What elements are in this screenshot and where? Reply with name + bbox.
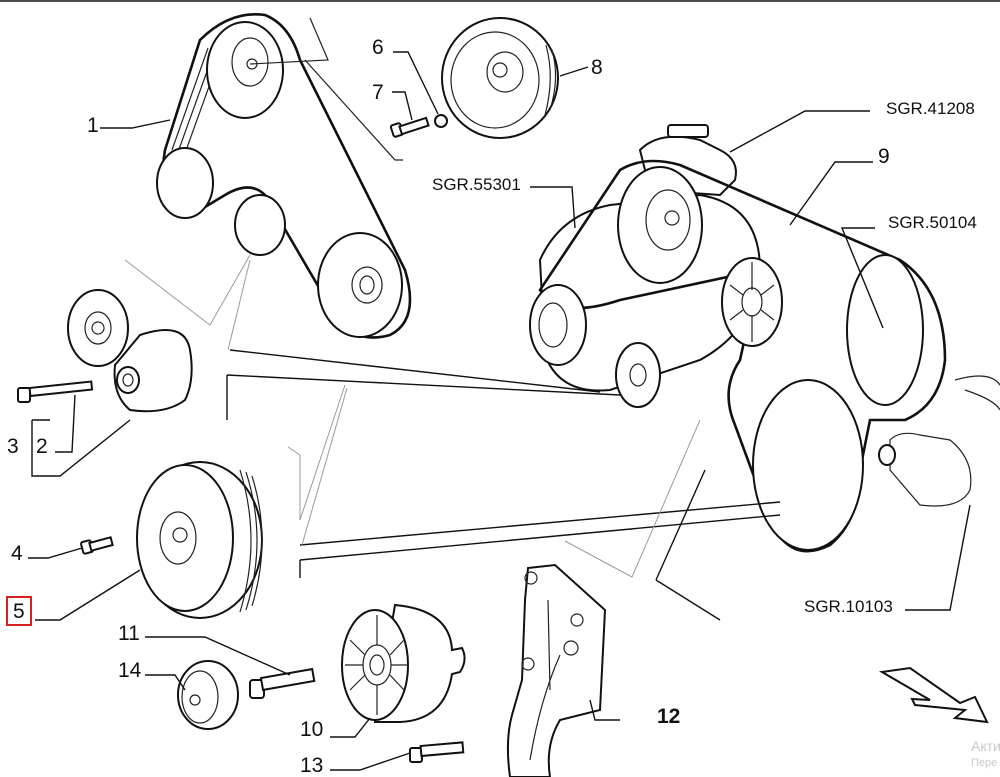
callout-1[interactable]: 1 [87, 114, 99, 137]
callout-6[interactable]: 6 [372, 36, 384, 59]
engine-belt-drive [529, 124, 1000, 553]
crankshaft-pulley [752, 379, 864, 551]
callout-3[interactable]: 3 [7, 435, 19, 458]
callout-12[interactable]: 12 [657, 705, 681, 728]
callout-leaders [28, 51, 971, 771]
callout-13[interactable]: 13 [300, 754, 324, 777]
bolt-11-shape [249, 667, 316, 699]
bolt-7-shape [389, 116, 430, 138]
idler-spoked-upper [721, 257, 783, 347]
crankshaft-end [889, 432, 972, 507]
idler-pulley-center [234, 194, 286, 256]
callout-11[interactable]: 11 [118, 622, 140, 645]
pulley-8 [441, 17, 559, 139]
activation-watermark-line2: Пере [971, 757, 998, 769]
tensioner-pulley [67, 289, 129, 367]
callout-2[interactable]: 2 [36, 435, 48, 458]
bolt-4-shape [80, 536, 114, 555]
tensioner-assembly [17, 289, 193, 413]
callout-4[interactable]: 4 [11, 542, 23, 565]
ref-sgr-41208[interactable]: SGR.41208 [886, 99, 975, 118]
pulley-8-group [389, 17, 559, 139]
selected-part-highlight [6, 596, 32, 626]
activation-watermark-line1: Акти [971, 738, 1000, 754]
callout-10[interactable]: 10 [300, 718, 324, 741]
power-steering-pulley [846, 254, 924, 406]
idler-pulley-left [156, 147, 214, 219]
callout-8[interactable]: 8 [591, 56, 603, 79]
callout-5[interactable]: 5 [13, 600, 25, 623]
callout-7[interactable]: 7 [372, 81, 384, 104]
tensioner-bolt-shape [17, 380, 94, 403]
pulley-5-group [80, 461, 263, 619]
bracket-hole-1 [524, 571, 538, 585]
ref-sgr-10103[interactable]: SGR.10103 [804, 597, 893, 616]
idler-spoked-lower [615, 342, 661, 408]
ref-sgr-50104[interactable]: SGR.50104 [888, 213, 977, 232]
washer-6-shape [434, 114, 448, 128]
arrow-down-right-icon [879, 666, 989, 724]
ref-sgr-55301[interactable]: SGR.55301 [432, 175, 521, 194]
upper-pulley [206, 21, 284, 119]
alternator-pulley [529, 284, 587, 366]
reference-lines [226, 349, 781, 621]
bracket-12 [506, 563, 607, 777]
top-border [0, 0, 1000, 2]
bolt-13-shape [409, 741, 465, 763]
bracket-hole-2 [570, 613, 584, 627]
callout-9[interactable]: 9 [878, 145, 890, 168]
callout-14[interactable]: 14 [118, 659, 142, 682]
belt-1-assembly [124, 13, 412, 351]
spacer-14 [177, 660, 239, 730]
lower-parts [177, 603, 466, 763]
bracket-hole-4 [521, 657, 535, 671]
bracket-hole-3 [563, 640, 579, 656]
